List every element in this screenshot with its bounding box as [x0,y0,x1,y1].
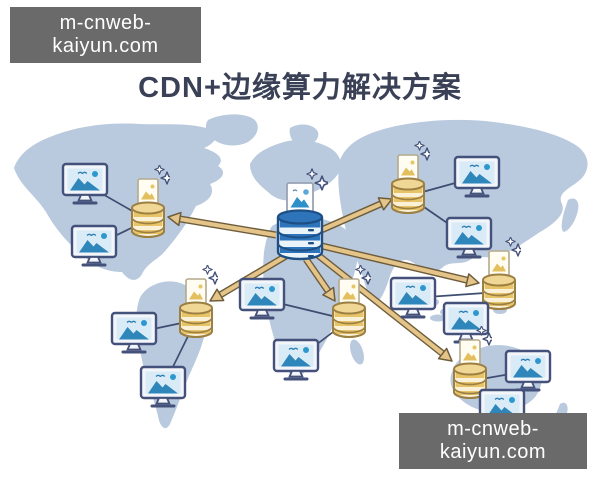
island-sea-5 [430,314,446,322]
region-scandinavia [289,124,319,146]
client-monitor-icon-africa-2 [272,338,320,382]
client-monitor-icon-southeast-asia-2 [442,301,490,345]
island-greenland [205,114,258,146]
client-monitor-icon-southeast-asia-1 [389,276,437,320]
delivery-arrow-africa [303,257,336,302]
delivery-arrow-north-america [167,211,277,239]
delivery-arrows [167,197,480,362]
island-madagascar [350,339,364,365]
island-japan [561,198,579,232]
page-title: CDN+边缘算力解决方案 [138,72,462,104]
watermark-bottom-right: m-cnweb-kaiyun.com [399,413,587,469]
delivery-arrow-south-america [209,252,288,302]
delivery-arrow-southeast-asia [321,242,480,288]
continent-north-america [14,123,224,280]
delivery-arrow-north-asia [317,197,393,235]
continent-europe [250,140,341,201]
delivery-arrow-australia [311,249,453,362]
watermark-top-left: m-cnweb-kaiyun.com [10,7,201,63]
continent-asia [338,119,588,302]
